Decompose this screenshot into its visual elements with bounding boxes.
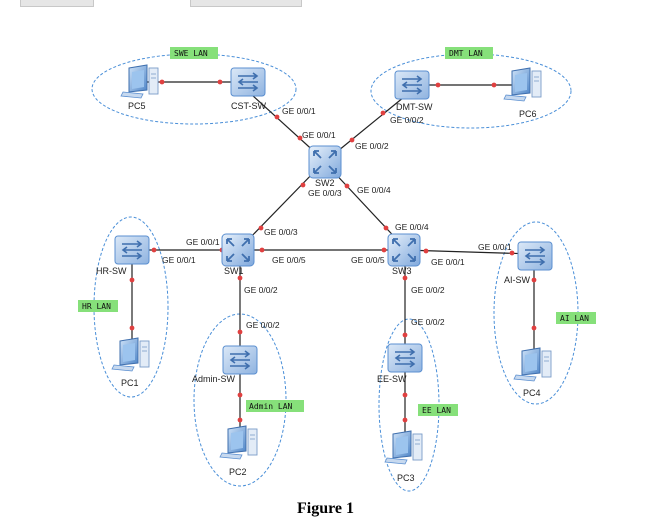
desktop-pc-icon	[111, 337, 150, 372]
pc1-device[interactable]	[111, 337, 150, 372]
access-switch-icon	[230, 67, 266, 97]
port-label: GE 0/0/2	[411, 285, 445, 295]
cropped-toolbar-field	[190, 0, 302, 7]
port-dots	[129, 79, 537, 423]
dmt-lan-tag: DMT LAN	[445, 47, 493, 59]
core-switch-icon	[387, 233, 421, 267]
pc2-label: PC2	[229, 467, 247, 477]
hr-lan-label: HR LAN	[82, 302, 111, 311]
top-cropped-toolbar	[0, 0, 651, 10]
sw1-device[interactable]	[221, 233, 255, 267]
pc5-label: PC5	[128, 101, 146, 111]
ai-lan-tag: AI LAN	[556, 312, 596, 324]
hr-sw-label: HR-SW	[96, 266, 127, 276]
port-label: GE 0/0/1	[302, 130, 336, 140]
figure-caption: Figure 1	[296, 500, 355, 517]
pc4-label: PC4	[523, 388, 541, 398]
pc3-device[interactable]	[384, 430, 423, 465]
link-cst-sw-sw2	[251, 94, 319, 156]
link-sw3-ai-sw	[403, 249, 535, 255]
port-label: GE 0/0/2	[411, 317, 445, 327]
sw3-device[interactable]	[387, 233, 421, 267]
swe-lan-label: SWE LAN	[174, 49, 208, 58]
dmt-sw-label: DMT-SW	[396, 102, 433, 112]
core-switch-icon	[221, 233, 255, 267]
admin-lan-label: Admin LAN	[249, 402, 293, 411]
ee-lan-label: EE LAN	[422, 406, 451, 415]
dmt-lan-boundary	[370, 53, 572, 129]
pc2-device[interactable]	[219, 425, 258, 460]
sw2-label: SW2	[315, 178, 335, 188]
link-sw2-sw3	[329, 167, 403, 246]
desktop-pc-icon	[384, 430, 423, 465]
port-label: GE 0/0/2	[390, 115, 424, 125]
hr-sw-device[interactable]	[114, 235, 150, 265]
core-switch-icon	[308, 145, 342, 179]
pc6-label: PC6	[519, 109, 537, 119]
links	[131, 81, 535, 445]
access-switch-icon	[394, 70, 430, 100]
port-label: GE 0/0/2	[355, 141, 389, 151]
port-label: GE 0/0/1	[431, 257, 465, 267]
port-label: GE 0/0/1	[478, 242, 512, 252]
port-label: GE 0/0/4	[395, 222, 429, 232]
cst-sw-label: CST-SW	[231, 101, 267, 111]
port-label: GE 0/0/1	[282, 106, 316, 116]
port-label: GE 0/0/3	[264, 227, 298, 237]
swe-lan-tag: SWE LAN	[170, 47, 218, 59]
ai-sw-label: AI-SW	[504, 275, 531, 285]
network-topology-diagram: PC5 CST-SW DMT-SW PC6 SW2 SW1 SW3 HR-SW …	[78, 47, 596, 492]
ee-sw-device[interactable]	[387, 343, 423, 373]
port-label: GE 0/0/5	[351, 255, 385, 265]
ai-lan-label: AI LAN	[560, 314, 589, 323]
hr-lan-tag: HR LAN	[78, 300, 118, 312]
dmt-sw-device[interactable]	[394, 70, 430, 100]
port-label: GE 0/0/3	[308, 188, 342, 198]
link-dmt-sw-sw2	[332, 96, 405, 156]
port-label: GE 0/0/2	[246, 320, 280, 330]
ee-lan-tag: EE LAN	[418, 404, 458, 416]
pc4-device[interactable]	[513, 347, 552, 382]
port-label: GE 0/0/2	[244, 285, 278, 295]
desktop-pc-icon	[120, 64, 159, 99]
dmt-lan-label: DMT LAN	[449, 49, 483, 58]
access-switch-icon	[222, 345, 258, 375]
port-label: GE 0/0/5	[272, 255, 306, 265]
pc1-label: PC1	[121, 378, 139, 388]
cst-sw-device[interactable]	[230, 67, 266, 97]
ai-sw-device[interactable]	[517, 241, 553, 271]
port-label: GE 0/0/4	[357, 185, 391, 195]
sw3-label: SW3	[392, 266, 412, 276]
sw1-label: SW1	[224, 266, 244, 276]
desktop-pc-icon	[513, 347, 552, 382]
sw2-device[interactable]	[308, 145, 342, 179]
pc5-device[interactable]	[120, 64, 159, 99]
port-label: GE 0/0/1	[186, 237, 220, 247]
port-label: GE 0/0/1	[162, 255, 196, 265]
access-switch-icon	[517, 241, 553, 271]
desktop-pc-icon	[219, 425, 258, 460]
admin-lan-tag: Admin LAN	[246, 400, 304, 412]
pc3-label: PC3	[397, 473, 415, 483]
admin-sw-label: Admin-SW	[192, 374, 236, 384]
ee-sw-label: EE-SW	[377, 374, 407, 384]
access-switch-icon	[114, 235, 150, 265]
admin-sw-device[interactable]	[222, 345, 258, 375]
cropped-toolbar-field	[20, 0, 94, 7]
link-sw2-sw1	[242, 167, 319, 246]
access-switch-icon	[387, 343, 423, 373]
